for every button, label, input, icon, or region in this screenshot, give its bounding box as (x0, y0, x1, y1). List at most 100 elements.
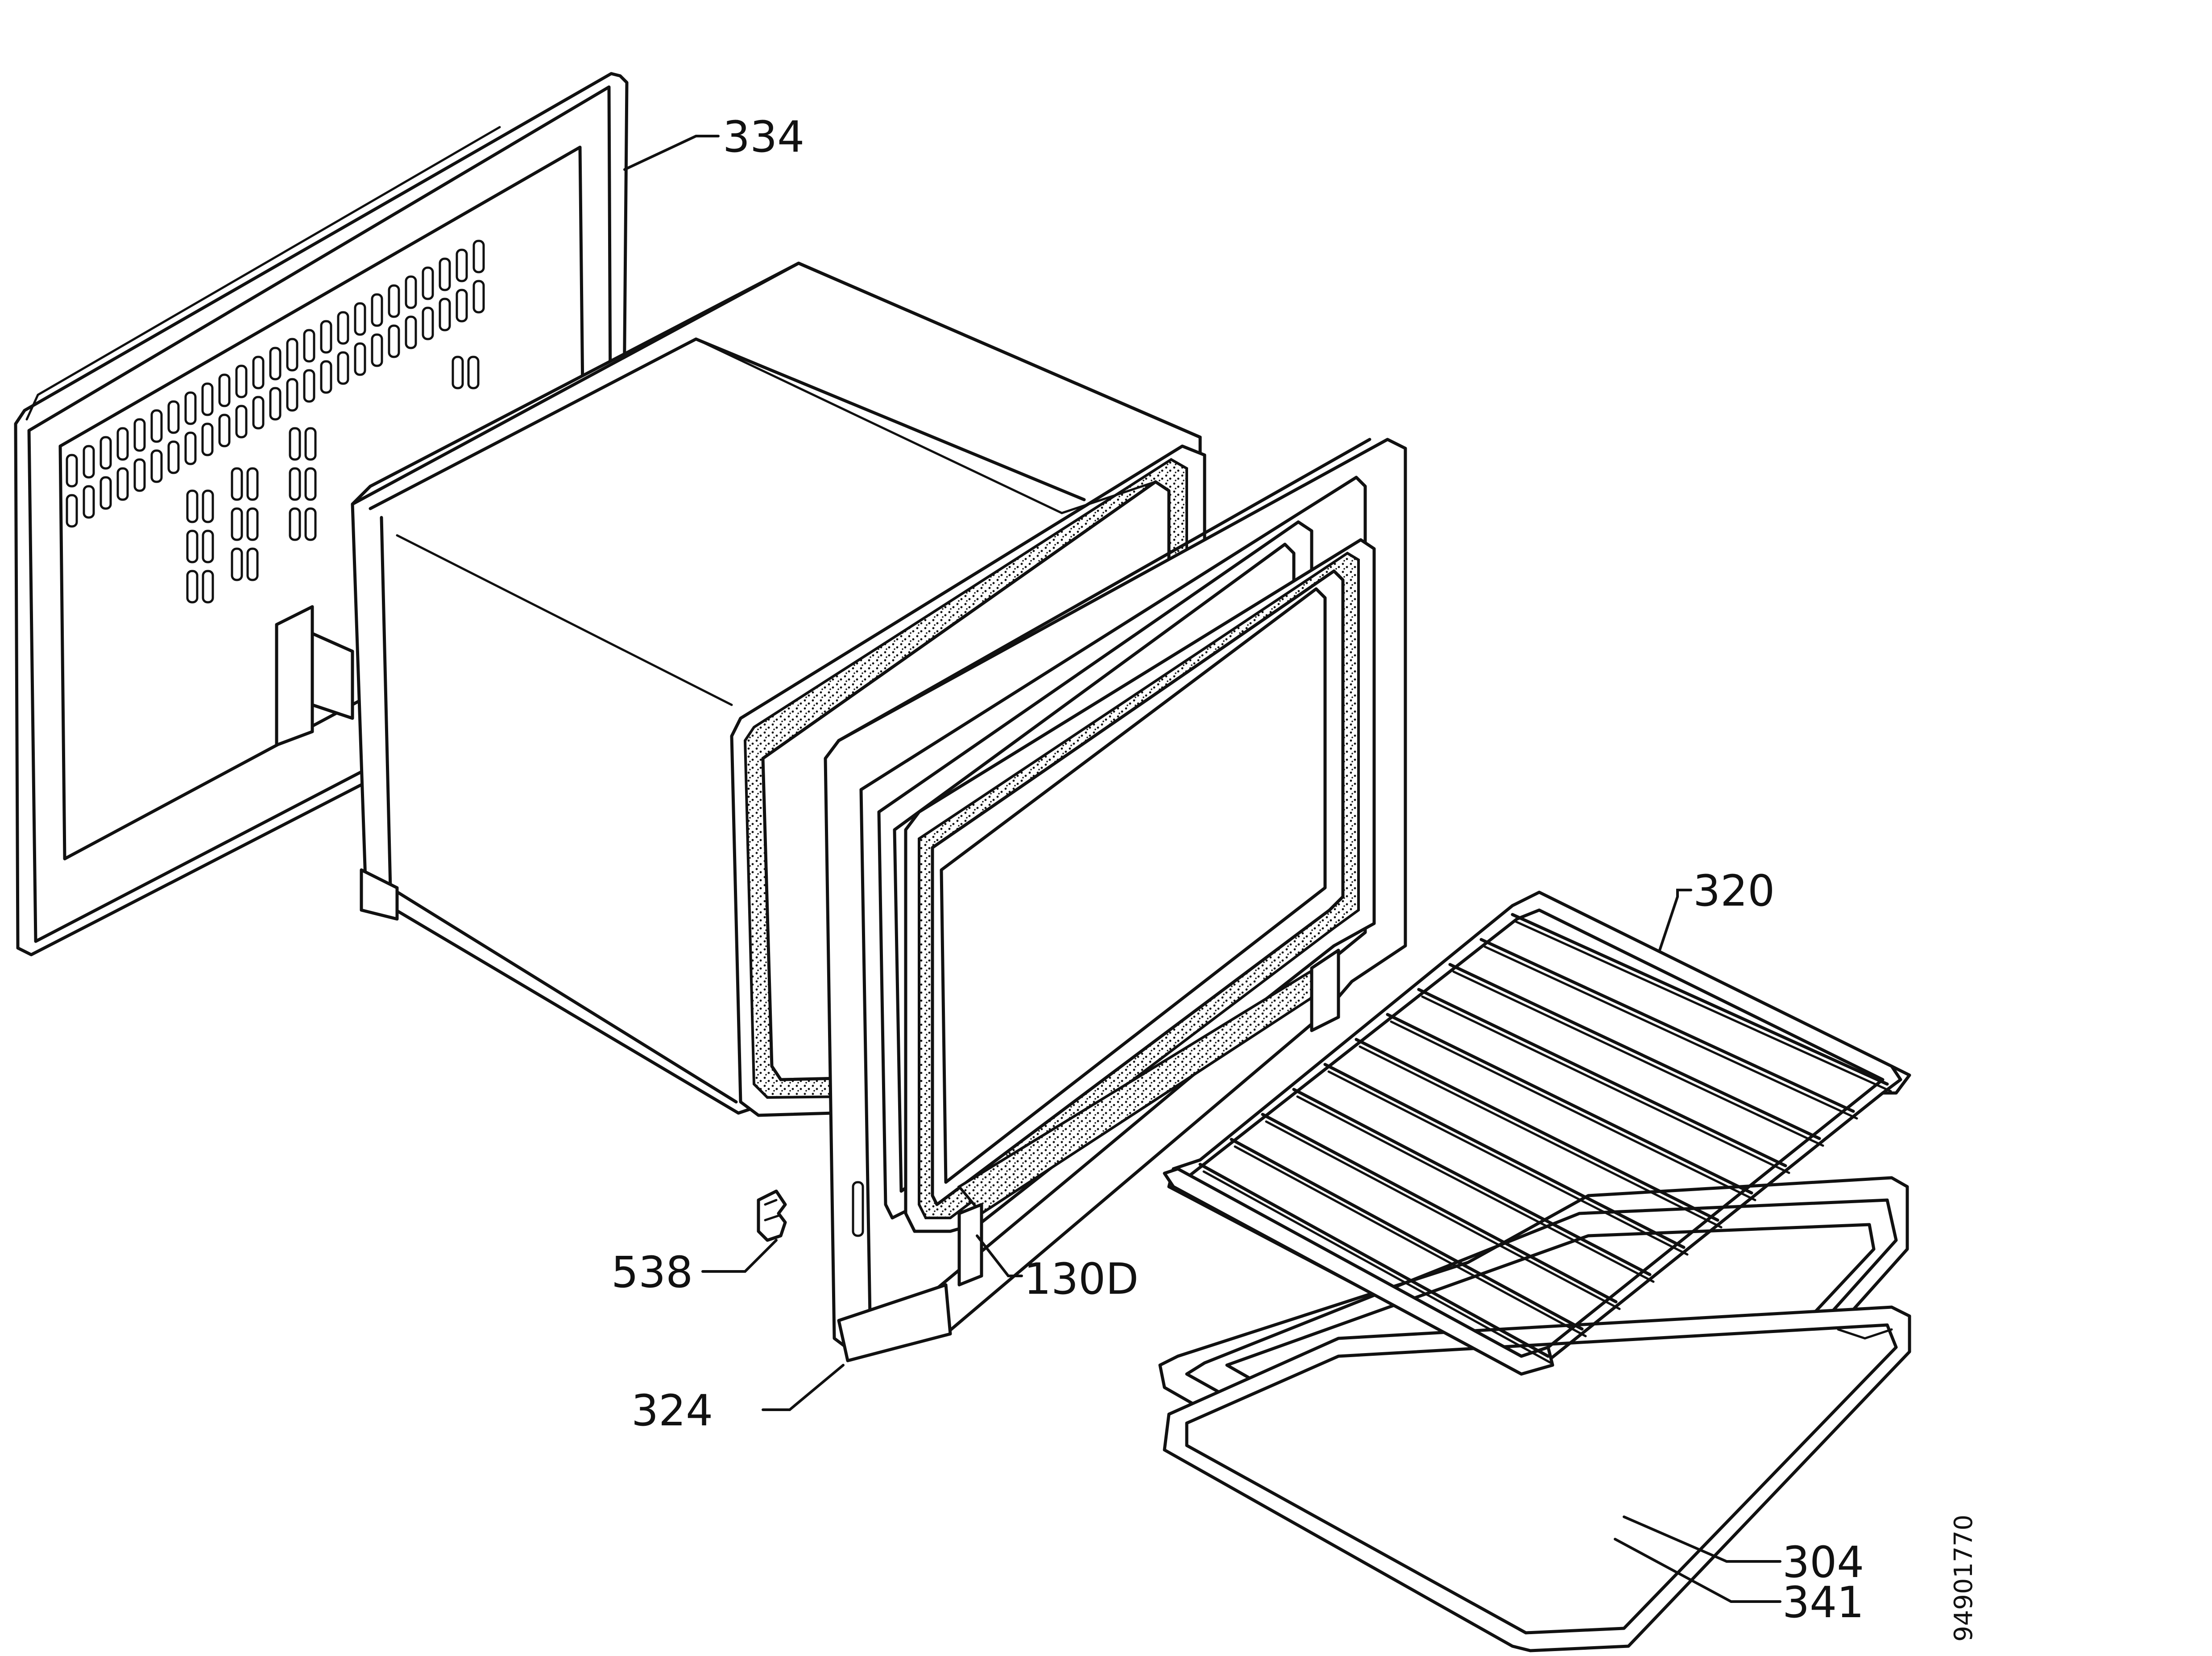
shelf-bar (1261, 1113, 1618, 1304)
shelf-bar (1511, 913, 1889, 1086)
vent-slot (354, 342, 366, 376)
vent-slot (218, 414, 231, 447)
shelf-bar-shadow (1234, 1145, 1587, 1337)
label-320: 320 (1693, 866, 1775, 916)
shelf-bar (1198, 1163, 1550, 1358)
vent-slot (289, 507, 301, 541)
vent-slot (472, 280, 485, 314)
shelf-bar (1417, 988, 1787, 1167)
vent-slot (133, 458, 146, 492)
vent-slot (289, 467, 301, 501)
vent-slot (371, 293, 383, 327)
vent-slot (472, 240, 485, 273)
vent-slot (304, 427, 317, 461)
vent-slot (150, 409, 163, 443)
shelf-bar (1355, 1038, 1719, 1222)
vent-slot (201, 422, 214, 456)
vent-slot (246, 547, 259, 581)
vent-slot (286, 338, 298, 372)
vent-slot (201, 382, 214, 416)
vent-slot (116, 467, 129, 501)
vent-slot (83, 485, 95, 519)
wire-shelf-bars (1198, 913, 1892, 1365)
vent-slot (246, 467, 259, 501)
vent-slot (99, 436, 112, 470)
vent-slot (320, 320, 332, 354)
shelf-bar-shadow (1483, 945, 1858, 1120)
clip-538 (757, 1189, 787, 1242)
vent-slot (184, 431, 197, 465)
vent-slots-334 (66, 240, 485, 604)
vent-slot (456, 289, 468, 323)
vent-slot (167, 440, 180, 474)
vent-slot (467, 356, 480, 389)
vent-slot (304, 507, 317, 541)
label-334: 334 (723, 112, 804, 162)
shelf-bar-shadow (1265, 1120, 1621, 1310)
vent-slot (354, 302, 366, 336)
shelf-bar (1386, 1013, 1753, 1195)
vent-slot (269, 347, 282, 381)
vent-slot (231, 507, 243, 541)
vent-slot (99, 476, 112, 510)
vent-slot (235, 364, 248, 398)
vent-slot (246, 507, 259, 541)
vent-slot (150, 449, 163, 483)
vent-slot (337, 351, 349, 385)
vent-slot (456, 248, 468, 282)
label-341: 341 (1782, 1577, 1864, 1627)
label-130D: 130D (1024, 1254, 1139, 1304)
vent-slot (303, 369, 315, 403)
vent-slot (252, 356, 265, 389)
vent-slot (286, 378, 298, 412)
vent-slot (252, 396, 265, 430)
vent-slot (202, 570, 214, 604)
vent-slot (371, 333, 383, 367)
shelf-bar-shadow (1421, 995, 1790, 1174)
rear-panel-334 (14, 72, 629, 956)
shelf-bar (1292, 1088, 1652, 1276)
vent-slot (422, 266, 434, 300)
shelf-bar (1448, 963, 1821, 1140)
vent-slot (231, 467, 243, 501)
shelf-bar-shadow (1327, 1070, 1689, 1256)
shelf-bar-shadow (1390, 1020, 1756, 1201)
vent-slot (186, 489, 199, 523)
vent-slot (337, 311, 349, 345)
vent-slot (202, 530, 214, 563)
shelf-bar (1479, 938, 1855, 1113)
label-304: 304 (1782, 1537, 1864, 1587)
vent-slot (422, 306, 434, 340)
vent-slot (186, 530, 199, 563)
shelf-bar (1323, 1063, 1686, 1249)
shelf-bar-shadow (1452, 970, 1824, 1147)
leader-lines (623, 135, 1781, 1603)
vent-slot (439, 257, 451, 291)
tray-base-341 (1163, 1305, 1911, 1652)
shelf-bar-shadow (1359, 1045, 1723, 1229)
vent-slot (186, 570, 199, 604)
vent-slot (320, 360, 332, 394)
vent-slot (116, 427, 129, 461)
vent-slot (405, 315, 417, 349)
vent-slot (405, 275, 417, 309)
document-number: 94901770 (1949, 1515, 1978, 1642)
shelf-bar (1230, 1138, 1584, 1331)
vent-slot (66, 494, 78, 528)
shelf-bar-shadow (1296, 1095, 1655, 1283)
vent-slot (452, 356, 464, 389)
vent-slot (235, 405, 248, 439)
label-538: 538 (611, 1247, 693, 1297)
shelf-bar-shadow (1515, 920, 1892, 1093)
door-seal-130D (904, 538, 1376, 1287)
vent-slot (304, 467, 317, 501)
label-324: 324 (631, 1386, 713, 1436)
vent-slot (202, 489, 214, 523)
vent-slot (231, 547, 243, 581)
vent-slot (218, 373, 231, 407)
vent-slot (184, 391, 197, 425)
vent-slot (439, 298, 451, 331)
vent-slot (133, 418, 146, 452)
vent-slot (388, 324, 400, 358)
